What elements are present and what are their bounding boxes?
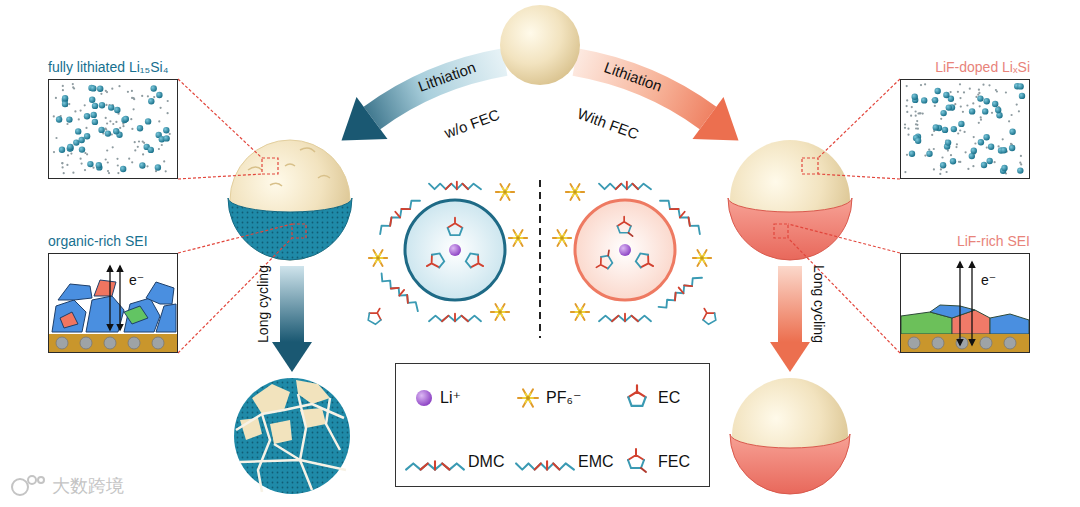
cracked-particle [234,378,350,494]
legend-text: DMC [468,452,504,472]
lif-sei-sketch [901,262,1029,352]
inset-frame: e⁻ [900,253,1030,353]
pristine-particle [500,5,580,85]
panel-heading: LiF-doped LiₓSi [935,58,1030,76]
panel-heading: LiF-rich SEI [957,232,1030,250]
panel-heading: organic-rich SEI [48,232,148,250]
inset-frame [48,79,178,179]
lithiated-particle [228,140,352,260]
legend-text: FEC [658,452,690,472]
electron-label: e⁻ [981,272,996,288]
legend-text: EMC [578,452,614,472]
legend-sample [516,386,540,410]
legend-sample [414,388,434,408]
organic-sei-sketch [49,266,177,352]
inset-panel: LiF-rich SEI e⁻ [900,232,1030,353]
inset-panel: LiF-doped LiₓSi [900,58,1030,179]
solvation-sheath [553,182,718,326]
arrow-label: Long cycling [254,265,272,343]
arrow-label: With FEC [575,105,641,144]
legend-sample [404,458,466,473]
watermark-logo [12,476,44,495]
solvation-sheath [366,182,527,326]
electron-label: e⁻ [129,272,144,288]
watermark: 大数跨境 [52,477,124,495]
legend-sample [514,458,576,473]
atom-lattice [53,83,1025,175]
arrow-label: Long cycling [810,265,828,343]
leader-lines [178,79,900,353]
legend-text: Li⁺ [440,388,461,408]
divider [539,180,541,338]
inset-panel: organic-rich SEI e⁻ [48,232,178,353]
lithiated-particle [728,140,852,260]
panel-heading: fully lithiated Li₁₅Si₄ [48,58,168,76]
legend-sample [624,382,650,408]
inset-frame [900,79,1030,179]
legend-text: EC [658,388,680,408]
arrow-label: w/o FEC [442,106,502,143]
cycling-arrow [272,266,810,372]
intact-particle [730,378,850,494]
inset-panel: fully lithiated Li₁₅Si₄ [48,58,178,179]
legend-text: PF₆⁻ [546,388,581,408]
legend-box: Li⁺ PF₆⁻ EC DMC EMC FEC [395,363,710,487]
legend-sample [624,446,650,474]
inset-frame: e⁻ [48,253,178,353]
